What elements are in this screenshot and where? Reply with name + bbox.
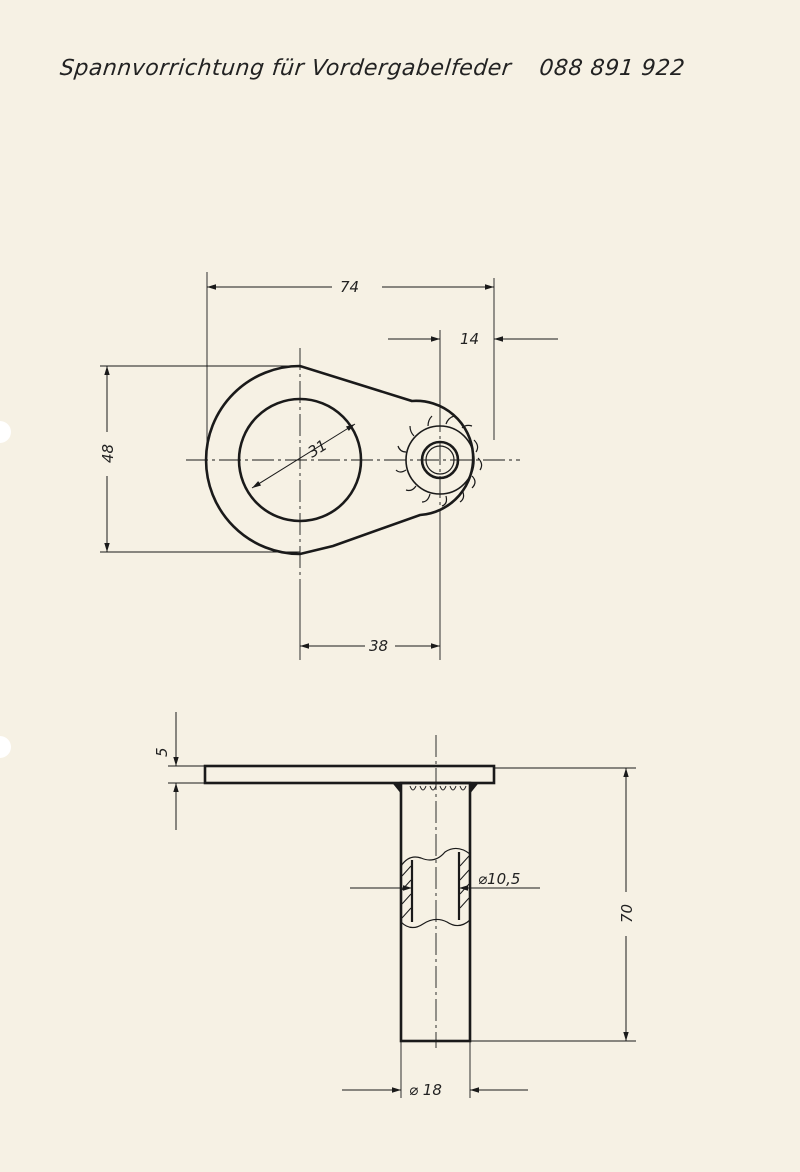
punch-hole-bottom bbox=[0, 736, 11, 758]
weld-fillet-right bbox=[469, 782, 480, 795]
dim-total-height: 70 bbox=[618, 904, 636, 923]
dim-height: 48 bbox=[99, 444, 117, 463]
side-view bbox=[168, 712, 636, 1098]
dim-center-distance: 38 bbox=[369, 637, 388, 655]
dim-overall-length: 74 bbox=[340, 278, 359, 296]
dim-plate-thickness: 5 bbox=[153, 747, 171, 757]
breakout-edge-lower bbox=[400, 918, 471, 929]
weld-fillet-left bbox=[391, 782, 402, 795]
side-dimension-lines bbox=[173, 712, 629, 1093]
top-view bbox=[100, 272, 558, 660]
weld-ripples bbox=[409, 785, 467, 791]
dim-boss-offset: 14 bbox=[460, 330, 479, 348]
dim-inner-diameter: ⌀10,5 bbox=[478, 870, 520, 888]
extension-lines bbox=[100, 272, 495, 660]
dim-bore-radius: 31 bbox=[305, 436, 331, 461]
plate-section bbox=[203, 764, 496, 785]
dimension-lines bbox=[104, 284, 558, 649]
side-view-labels: 5 ⌀10,5 70 ⌀ 18 bbox=[153, 747, 636, 1099]
dim-outer-diameter: ⌀ 18 bbox=[409, 1081, 442, 1099]
part-outline bbox=[204, 364, 475, 556]
weld-symbol bbox=[395, 415, 483, 507]
punch-hole-top bbox=[0, 421, 11, 443]
sleeve bbox=[399, 781, 472, 1043]
breakout-edge bbox=[400, 847, 471, 867]
